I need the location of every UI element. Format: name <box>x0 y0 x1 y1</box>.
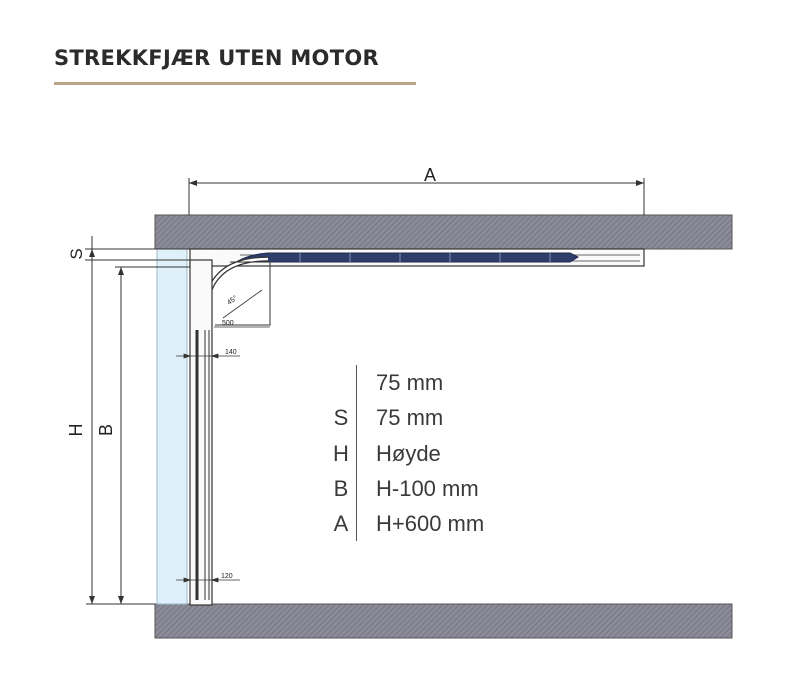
spec-separator <box>356 365 357 401</box>
spec-separator <box>356 435 357 471</box>
spec-separator <box>356 506 357 542</box>
spec-value: H-100 mm <box>376 476 479 502</box>
dimension-120 <box>176 577 240 583</box>
spec-row: S 75 mm <box>326 400 484 436</box>
spec-separator <box>356 470 357 507</box>
dimension-140-label: 140 <box>225 349 237 356</box>
ceiling-slab <box>154 214 733 250</box>
spec-key: B <box>333 476 349 502</box>
dimension-a-label: A <box>424 165 436 185</box>
dimension-s-label: S <box>67 248 86 259</box>
dimension-140 <box>176 353 240 359</box>
spring-coils <box>299 253 551 262</box>
spec-value: 75 mm <box>376 405 444 431</box>
floor-slab <box>154 603 733 639</box>
spec-row: 75 mm <box>326 365 484 401</box>
angle-label: 45° <box>226 294 239 307</box>
vertical-track <box>189 259 213 606</box>
spec-key: S <box>333 405 349 431</box>
spec-key <box>326 365 356 400</box>
dimension-120-label: 120 <box>221 573 233 580</box>
spec-row: A H+600 mm <box>326 506 485 542</box>
door-opening <box>156 248 188 605</box>
spec-value: H+600 mm <box>376 511 485 537</box>
curved-track <box>201 256 271 331</box>
spec-separator <box>356 400 357 436</box>
spec-row: B H-100 mm <box>326 470 484 507</box>
tension-spring <box>234 252 580 263</box>
spec-row: H Høyde <box>326 435 484 471</box>
spec-value: 75 mm <box>376 370 444 396</box>
dimension-a <box>188 178 645 215</box>
page-title: STREKKFJÆR UTEN MOTOR <box>54 46 379 70</box>
spec-key: H <box>333 440 349 466</box>
dimension-h-label: H <box>66 424 86 437</box>
dimension-b <box>115 266 190 604</box>
dimension-500-label: 500 <box>222 320 234 327</box>
title-underline <box>54 82 416 85</box>
spec-key: A <box>333 511 349 537</box>
dimension-b-label: B <box>96 424 116 436</box>
spec-table: 75 mm S 75 mm H Høyde B H-100 mm A H+600… <box>326 365 485 542</box>
spec-value: Høyde <box>376 440 441 466</box>
